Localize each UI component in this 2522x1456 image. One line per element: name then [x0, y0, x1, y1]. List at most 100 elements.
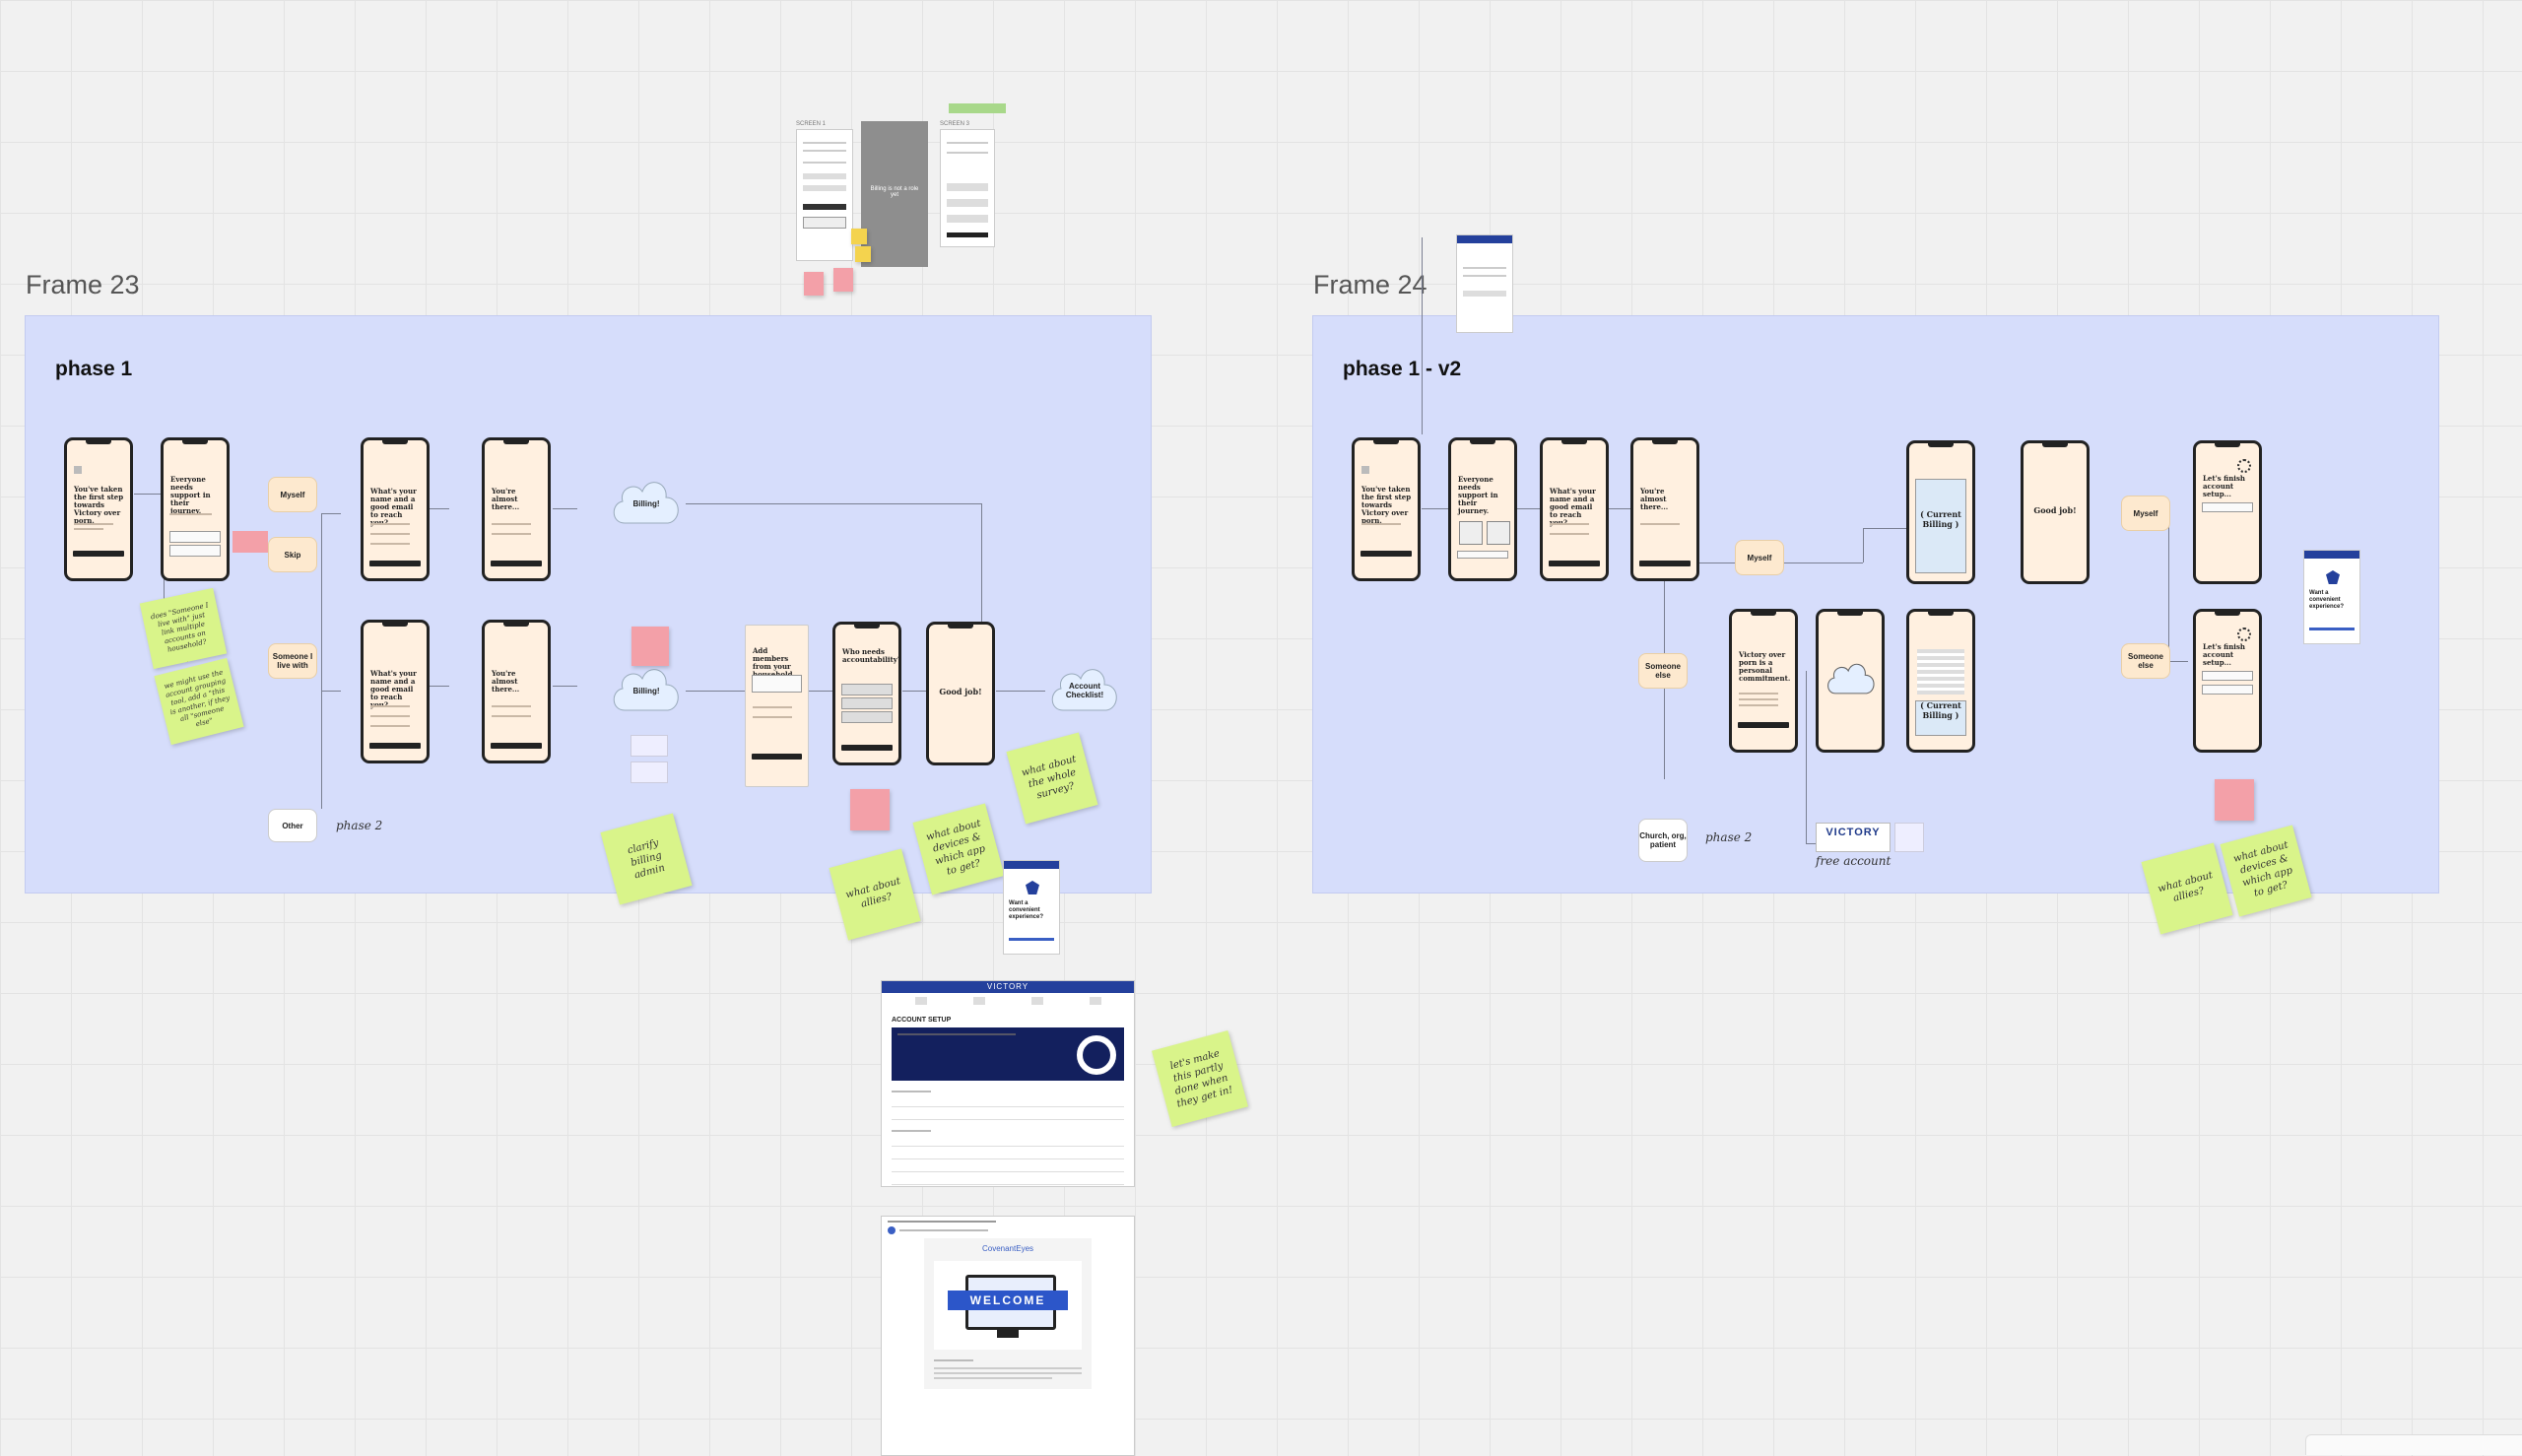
- connector: [321, 691, 341, 692]
- phone-screen-name-email-2[interactable]: What's your name and a good email to rea…: [361, 620, 430, 763]
- phone-text: You've taken the first step towards Vict…: [74, 485, 124, 525]
- phone-screen-current-billing[interactable]: ( Current Billing ): [1906, 440, 1975, 584]
- connector: [809, 691, 838, 692]
- phone-text: Everyone needs support in their journey.: [1458, 475, 1498, 515]
- phone-text: You're almost there...: [492, 487, 520, 511]
- sticky-note-pink[interactable]: [2215, 779, 2254, 821]
- convenience-card[interactable]: Want a convenient experience?: [1003, 860, 1060, 955]
- placeholder-box: [630, 761, 668, 783]
- pink-marker: [232, 531, 268, 553]
- connector: [902, 691, 932, 692]
- sticky-yellow[interactable]: [855, 246, 871, 262]
- phone-text: Good job!: [939, 687, 982, 696]
- card-text: Want a convenient experience?: [2309, 590, 2345, 610]
- dashboard-header: VICTORY: [882, 981, 1134, 993]
- top-card-frame-24[interactable]: [1456, 234, 1513, 333]
- connector: [321, 513, 322, 809]
- convenience-card-right[interactable]: Want a convenient experience?: [2303, 550, 2360, 644]
- phone-screen-finish-setup[interactable]: Let's finish account setup...: [2193, 440, 2262, 584]
- phone-text: What's your name and a good email to rea…: [370, 669, 417, 709]
- phone-screen-accountability[interactable]: Who needs accountability?: [832, 622, 901, 765]
- cloud-icon: [1051, 669, 1117, 711]
- connector: [430, 686, 449, 687]
- screen-3-label: SCREEN 3: [940, 121, 970, 127]
- top-screen-3[interactable]: [940, 129, 995, 247]
- option-someone-else[interactable]: Someone else: [1638, 653, 1688, 689]
- phone-text: You've taken the first step towards Vict…: [1361, 485, 1412, 525]
- connector: [430, 508, 449, 509]
- billing-cloud[interactable]: Billing!: [607, 464, 686, 543]
- phone-screen-good-job[interactable]: Good job!: [926, 622, 995, 765]
- option-myself[interactable]: Myself: [1735, 540, 1784, 575]
- phone-screen-good-job[interactable]: Good job!: [2021, 440, 2090, 584]
- spinner-icon: [2237, 628, 2251, 641]
- sticky-note-pink[interactable]: [833, 268, 853, 292]
- account-checklist-cloud[interactable]: Account Checklist!: [1045, 651, 1124, 730]
- phone-screen-almost-there[interactable]: You're almost there...: [482, 437, 551, 581]
- phone-screen-current-billing-2[interactable]: ( Current Billing ): [1906, 609, 1975, 753]
- frame-23-label: Frame 23: [26, 270, 140, 299]
- phone-screen-almost-there-2[interactable]: You're almost there...: [482, 620, 551, 763]
- cloud-label: Billing!: [632, 686, 660, 695]
- phone-screen-name-email[interactable]: What's your name and a good email to rea…: [361, 437, 430, 581]
- sticky-yellow[interactable]: [851, 229, 867, 244]
- phone-screen-welcome[interactable]: You've taken the first step towards Vict…: [1352, 437, 1421, 581]
- welcome-email[interactable]: CovenantEyes WELCOME: [881, 1216, 1135, 1456]
- frame-23[interactable]: phase 1 You've taken the first step towa…: [25, 315, 1152, 893]
- phone-screen-welcome[interactable]: You've taken the first step towards Vict…: [64, 437, 133, 581]
- cloud-label: Account Checklist!: [1065, 682, 1104, 699]
- option-church-org-patient[interactable]: Church, org, patient: [1638, 819, 1688, 862]
- phone-text: Let's finish account setup...: [2203, 474, 2245, 498]
- connector: [1609, 508, 1633, 509]
- shield-icon: [1026, 881, 1039, 894]
- connector: [321, 513, 341, 514]
- option-skip[interactable]: Skip: [268, 537, 317, 572]
- sticky-note[interactable]: let's make this partly done when they ge…: [1152, 1030, 1248, 1127]
- sticky-note-pink[interactable]: [804, 272, 824, 296]
- connector: [1422, 508, 1451, 509]
- phone-screen-support[interactable]: Everyone needs support in their journey.: [161, 437, 230, 581]
- sticky-note-pink[interactable]: [631, 627, 669, 666]
- top-screen-1[interactable]: [796, 129, 853, 261]
- connector: [1515, 508, 1545, 509]
- shield-icon: [2326, 570, 2340, 584]
- phone-text: You're almost there...: [492, 669, 520, 694]
- option-myself[interactable]: Myself: [268, 477, 317, 512]
- phone-screen-finish-setup-2[interactable]: Let's finish account setup...: [2193, 609, 2262, 753]
- placeholder-box: [630, 735, 668, 757]
- phase-2-label: phase 2: [1705, 830, 1753, 844]
- phone-text: Add members from your household.: [753, 646, 795, 679]
- phone-screen-name-email[interactable]: What's your name and a good email to rea…: [1540, 437, 1609, 581]
- phone-screen-billing-cloud[interactable]: [1816, 609, 1885, 753]
- billing-cloud-2[interactable]: Billing!: [607, 651, 686, 730]
- frame-24[interactable]: phase 1 - v2 You've taken the first step…: [1312, 237, 2439, 893]
- option-myself-2[interactable]: Myself: [2121, 496, 2170, 531]
- connector: [553, 686, 577, 687]
- phone-text: Everyone needs support in their journey.: [170, 475, 211, 515]
- phone-screen-almost-there[interactable]: You're almost there...: [1630, 437, 1699, 581]
- option-other[interactable]: Other: [268, 809, 317, 842]
- account-setup-dashboard[interactable]: VICTORY ACCOUNT SETUP: [881, 980, 1135, 1187]
- top-grey-screen[interactable]: Billing is not a role yet: [861, 121, 928, 267]
- option-someone-else-2[interactable]: Someone else: [2121, 643, 2170, 679]
- connector: [981, 503, 982, 622]
- green-tab: [949, 103, 1006, 113]
- phone-text: What's your name and a good email to rea…: [370, 487, 417, 527]
- phone-screen-personal-commitment[interactable]: Victory over porn is a personal commitme…: [1729, 609, 1798, 753]
- connector: [686, 503, 981, 504]
- phone-screen-support[interactable]: Everyone needs support in their journey.: [1448, 437, 1517, 581]
- phone-text: You're almost there...: [1640, 487, 1669, 511]
- connector: [1863, 528, 1864, 563]
- sticky-note-pink[interactable]: [850, 789, 890, 830]
- connector: [1806, 843, 1824, 844]
- phone-text: Victory over porn is a personal commitme…: [1739, 650, 1791, 683]
- victory-logo: VICTORY: [1825, 827, 1881, 838]
- card-text: Want a convenient experience?: [1009, 900, 1044, 920]
- option-someone-i-live-with[interactable]: Someone I live with: [268, 643, 317, 679]
- phone-screen-add-members[interactable]: Add members from your household.: [745, 625, 809, 787]
- welcome-illustration: WELCOME: [934, 1261, 1082, 1350]
- victory-logo-card[interactable]: VICTORY: [1816, 823, 1891, 852]
- grey-text: Billing is not a role yet: [870, 186, 919, 198]
- connector: [2168, 513, 2169, 661]
- screen-1-label: SCREEN 1: [796, 121, 827, 127]
